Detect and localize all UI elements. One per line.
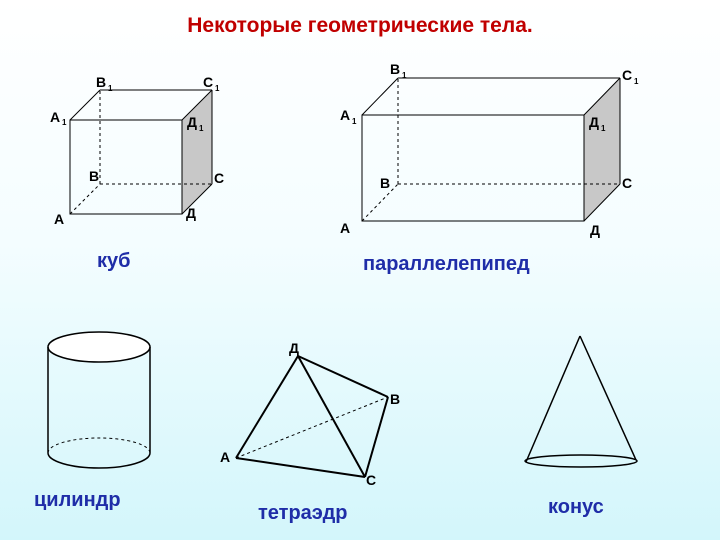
- parallelepiped-label-a1-sub: 1: [352, 117, 357, 126]
- parallelepiped-label-b1-sub: 1: [402, 71, 407, 80]
- cube-shaded-face: [182, 90, 212, 214]
- cube-label-c1: С: [203, 74, 213, 90]
- parallelepiped-label-a1: А: [340, 107, 350, 123]
- cube-labels: А В С Д А 1 В 1 С 1 Д 1: [50, 74, 224, 227]
- parallelepiped-label-d1: Д: [589, 114, 599, 130]
- parallelepiped-shaded-face: [584, 78, 620, 221]
- parallelepiped-label-b: В: [380, 175, 390, 191]
- cube-label-d: Д: [186, 205, 196, 221]
- parallelepiped-caption: параллелепипед: [363, 253, 530, 275]
- tetrahedron-label-b: В: [390, 391, 400, 407]
- parallelepiped-label-d1-sub: 1: [601, 124, 606, 133]
- cube-label-d1-sub: 1: [199, 124, 204, 133]
- parallelepiped-label-c: С: [622, 175, 632, 191]
- cube-label-c1-sub: 1: [215, 84, 220, 93]
- parallelepiped-label-a: А: [340, 220, 350, 236]
- parallelepiped-label-b1: В: [390, 61, 400, 77]
- tetrahedron-labels: А В С Д: [220, 340, 400, 488]
- cylinder-figure: [47, 331, 151, 469]
- cone-caption: конус: [548, 496, 604, 518]
- cylinder-caption: цилиндр: [34, 489, 121, 511]
- cube-label-b1: В: [96, 74, 106, 90]
- parallelepiped-labels: А В С Д А 1 В 1 С 1 Д 1: [340, 61, 639, 238]
- parallelepiped-figure: [361, 77, 621, 222]
- tetrahedron-label-d: Д: [289, 340, 299, 356]
- cube-label-a1: А: [50, 109, 60, 125]
- tetrahedron-label-a: А: [220, 449, 230, 465]
- cube-figure: [69, 89, 213, 215]
- cube-label-c: С: [214, 170, 224, 186]
- parallelepiped-label-d: Д: [590, 222, 600, 238]
- cube-label-d1: Д: [187, 114, 197, 130]
- tetrahedron-caption: тетраэдр: [258, 502, 348, 524]
- cube-label-a1-sub: 1: [62, 118, 67, 127]
- cube-label-b1-sub: 1: [108, 84, 113, 93]
- tetrahedron-figure: [235, 355, 389, 478]
- cube-caption: куб: [97, 250, 131, 272]
- slide-title: Некоторые геометрические тела.: [187, 14, 533, 37]
- parallelepiped-label-c1-sub: 1: [634, 77, 639, 86]
- tetrahedron-label-c: С: [366, 472, 376, 488]
- parallelepiped-label-c1: С: [622, 67, 632, 83]
- cube-label-a: А: [54, 211, 64, 227]
- cone-figure: [524, 335, 638, 468]
- cube-label-b: В: [89, 168, 99, 184]
